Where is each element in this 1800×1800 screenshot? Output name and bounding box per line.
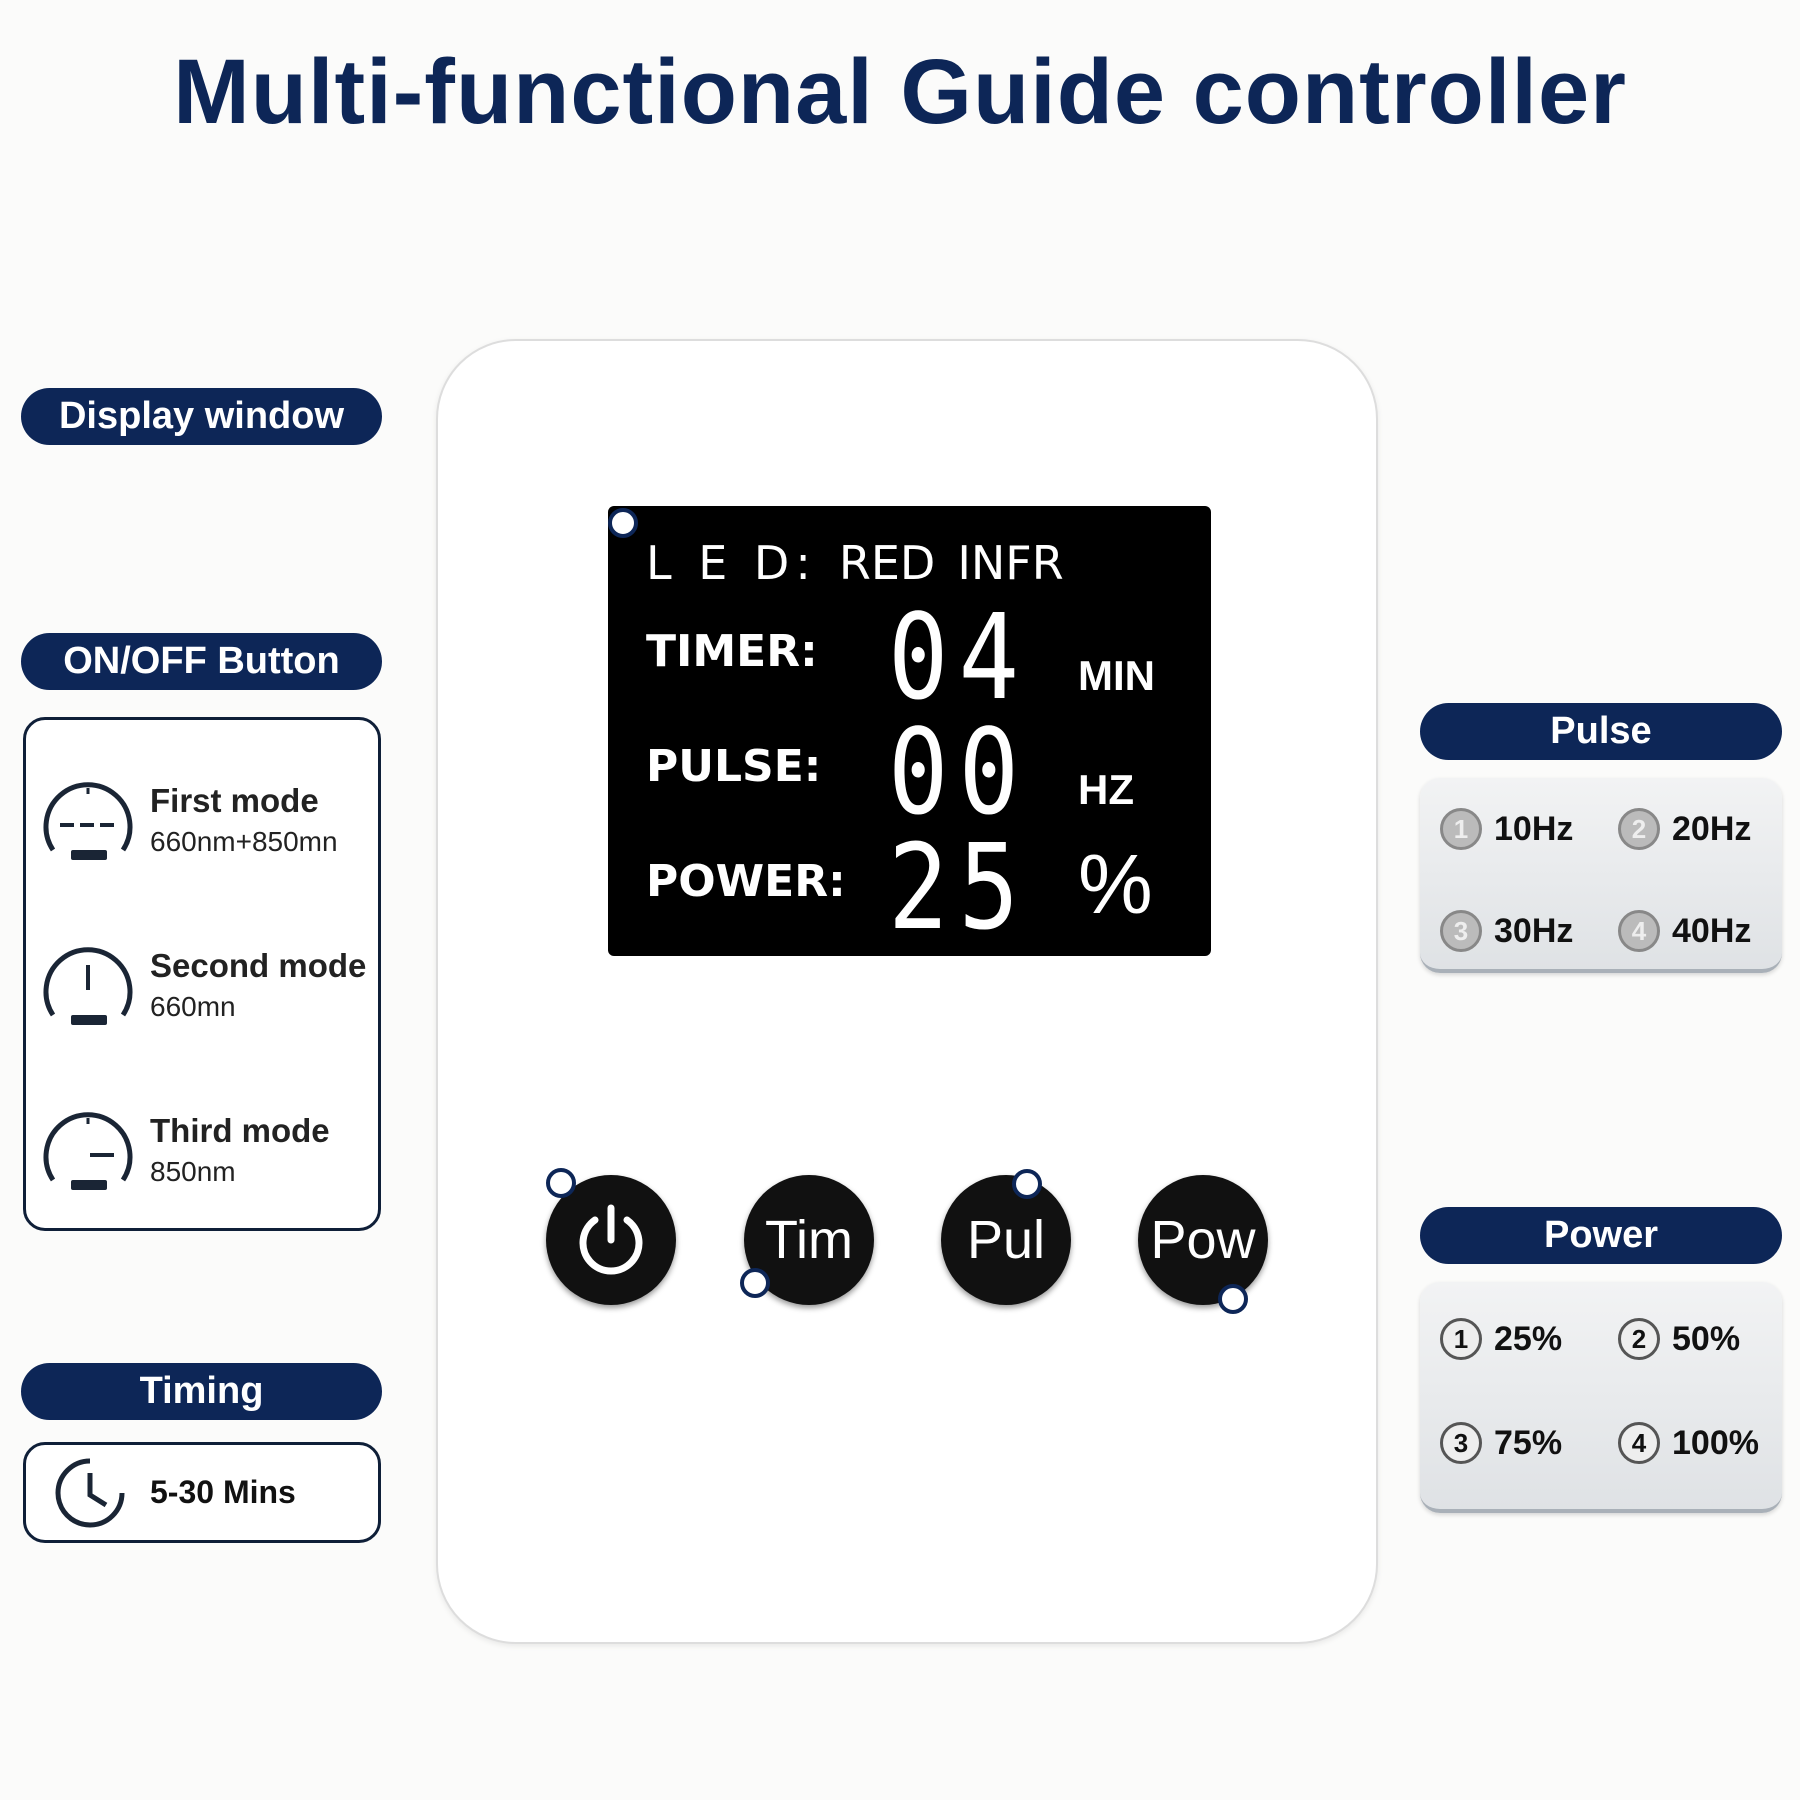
pulse-label: Pulse <box>1420 703 1782 760</box>
pulse-options-panel: 1 10Hz 2 20Hz 3 30Hz 4 40Hz <box>1420 778 1782 973</box>
modes-panel: First mode 660nm+850mn Second mode 660mn T… <box>23 717 381 1231</box>
lcd-pulse-unit: HZ <box>1078 766 1134 813</box>
timing-range: 5-30 Mins <box>150 1474 296 1510</box>
lcd-led-label: L E D: <box>646 536 817 590</box>
gauge-third-icon <box>43 1112 133 1190</box>
mode-third: Third mode 850nm <box>38 1100 330 1200</box>
mode-wavelength: 850nm <box>150 1156 236 1187</box>
power-option: 3 75% <box>1440 1422 1562 1464</box>
lcd-power-unit: % <box>1078 837 1153 931</box>
lcd-led-red: RED <box>838 536 936 590</box>
onoff-button-label: ON/OFF Button <box>21 633 382 690</box>
option-label: 75% <box>1494 1423 1563 1462</box>
pulse-option: 1 10Hz <box>1440 808 1573 850</box>
option-label: 20Hz <box>1672 809 1752 848</box>
power-option: 4 100% <box>1618 1422 1759 1464</box>
lcd-timer-label: TIMER: <box>646 626 818 677</box>
option-label: 100% <box>1672 1423 1759 1462</box>
lcd-led-infr: INFR <box>957 536 1064 590</box>
timing-panel: 5-30 Mins <box>23 1442 381 1543</box>
option-label: 40Hz <box>1672 911 1752 950</box>
display-window: L E D: RED INFR TIMER: 04 MIN PULSE: 00 … <box>608 506 1211 956</box>
power-options-panel: 1 25% 2 50% 3 75% 4 100% <box>1420 1282 1782 1513</box>
power-marker <box>1218 1284 1248 1314</box>
gauge-first-icon <box>43 782 133 860</box>
timer-button[interactable]: Tim <box>744 1175 874 1305</box>
lcd-pulse-label: PULSE: <box>646 741 822 792</box>
lcd-power-label: POWER: <box>646 856 846 907</box>
onoff-marker <box>546 1168 576 1198</box>
option-number: 2 <box>1618 808 1660 850</box>
option-number: 1 <box>1440 808 1482 850</box>
gauge-second-icon <box>43 947 133 1025</box>
option-number: 3 <box>1440 1422 1482 1464</box>
pulse-option: 4 40Hz <box>1618 910 1751 952</box>
display-window-label: Display window <box>21 388 382 445</box>
mode-second: Second mode 660mn <box>38 935 366 1035</box>
page-title: Multi-functional Guide controller <box>173 41 1627 143</box>
power-option: 2 50% <box>1618 1318 1740 1360</box>
option-label: 50% <box>1672 1319 1741 1358</box>
option-number: 3 <box>1440 910 1482 952</box>
mode-wavelength: 660mn <box>150 991 236 1022</box>
lcd-led-row: L E D: RED INFR <box>646 536 1064 590</box>
option-number: 2 <box>1618 1318 1660 1360</box>
power-onoff-button[interactable] <box>546 1175 676 1305</box>
option-number: 1 <box>1440 1318 1482 1360</box>
mode-name: First mode <box>150 782 319 819</box>
mode-name: Third mode <box>150 1112 330 1149</box>
pulse-option: 2 20Hz <box>1618 808 1751 850</box>
clock-icon <box>55 1458 125 1527</box>
lcd-timer-unit: MIN <box>1078 652 1155 699</box>
lcd-power-value: 25 <box>888 818 1030 956</box>
mode-first: First mode 660nm+850mn <box>38 770 338 870</box>
option-number: 4 <box>1618 1422 1660 1464</box>
pulse-button[interactable]: Pul <box>941 1175 1071 1305</box>
lcd-pulse-value: 00 <box>888 703 1030 841</box>
timer-marker <box>740 1268 770 1298</box>
mode-name: Second mode <box>150 947 367 984</box>
option-label: 30Hz <box>1494 911 1574 950</box>
option-label: 10Hz <box>1494 809 1574 848</box>
option-label: 25% <box>1494 1319 1563 1358</box>
power-level-button[interactable]: Pow <box>1138 1175 1268 1305</box>
pulse-marker <box>1012 1169 1042 1199</box>
power-option: 1 25% <box>1440 1318 1562 1360</box>
pulse-option: 3 30Hz <box>1440 910 1573 952</box>
power-label: Power <box>1420 1207 1782 1264</box>
display-marker <box>608 508 638 538</box>
mode-wavelength: 660nm+850mn <box>150 826 338 857</box>
timing-label: Timing <box>21 1363 382 1420</box>
option-number: 4 <box>1618 910 1660 952</box>
lcd-timer-value: 04 <box>888 588 1030 726</box>
power-icon <box>579 1204 643 1275</box>
